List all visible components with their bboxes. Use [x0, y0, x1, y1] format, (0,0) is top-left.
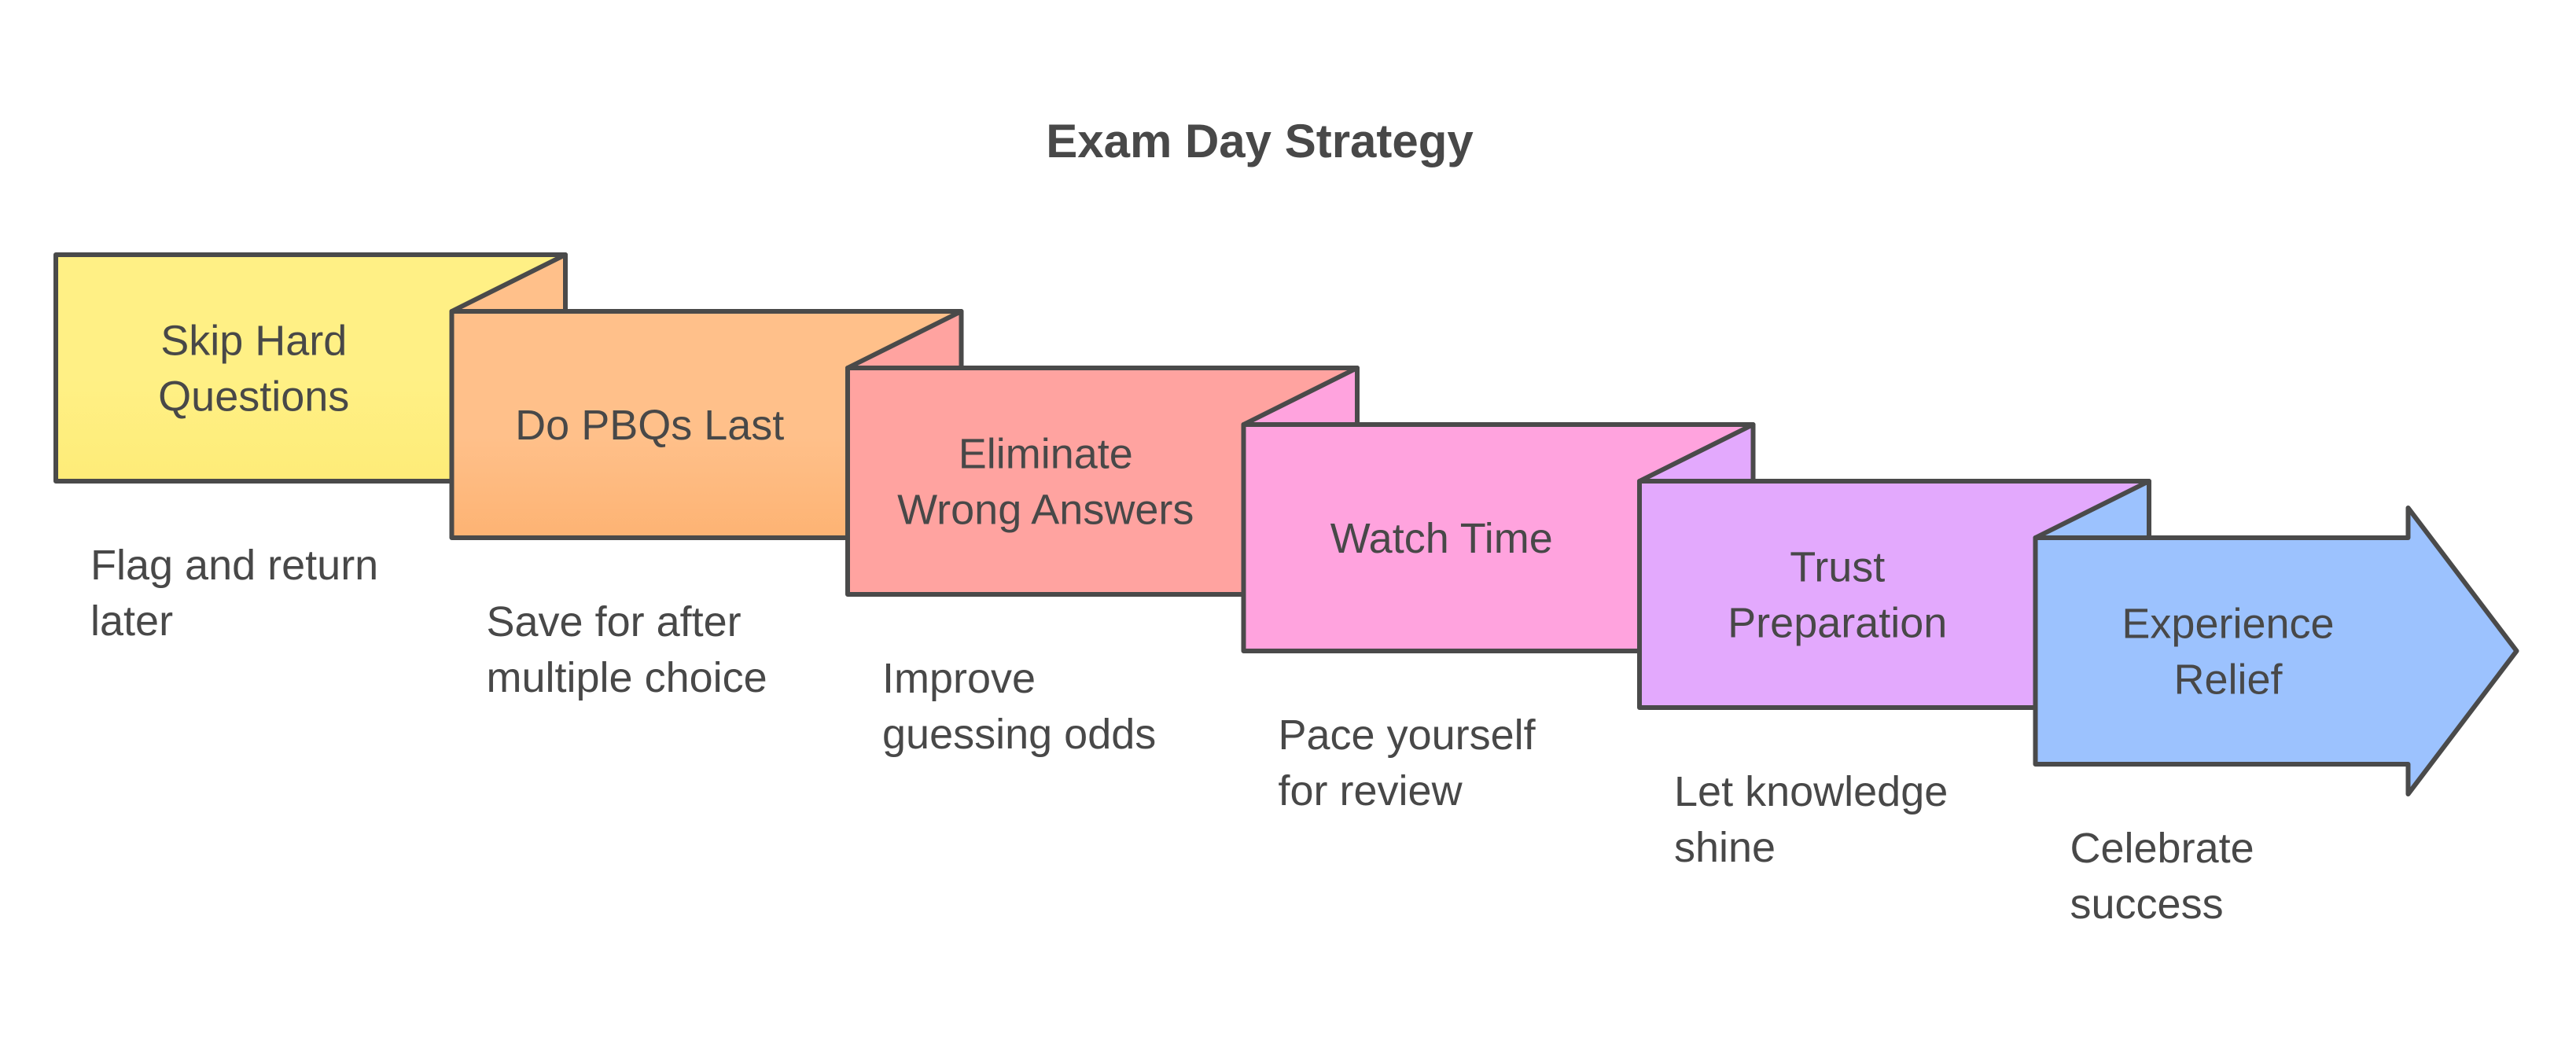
step-label-line: Relief: [2173, 656, 2283, 704]
step-description-line: success: [2070, 881, 2224, 928]
step-description: Flag and return later: [90, 542, 378, 645]
step-description: Pace yourself for review: [1279, 712, 1536, 814]
step-label-line: Trust: [1790, 544, 1885, 591]
step-label-line: Preparation: [1728, 600, 1947, 647]
step-description: Save for after multiple choice: [487, 598, 767, 701]
step-label-line: Watch Time: [1330, 515, 1553, 562]
step-description-line: guessing odds: [882, 711, 1156, 758]
step-description-line: Pace yourself: [1279, 712, 1536, 759]
step-label: Do PBQs Last: [515, 402, 784, 449]
step-label-line: Wrong Answers: [897, 487, 1194, 534]
step-description-line: Save for after: [487, 598, 742, 645]
step-description-line: multiple choice: [487, 654, 767, 701]
final-arrow: [2033, 506, 2519, 796]
step-description-line: for review: [1279, 767, 1463, 814]
step-label-line: Do PBQs Last: [515, 402, 784, 449]
step-label-line: Eliminate: [959, 431, 1133, 478]
step-label-line: Experience: [2122, 601, 2334, 648]
step-description-line: shine: [1674, 824, 1776, 871]
step-label: Watch Time: [1330, 515, 1553, 562]
step-label-line: Skip Hard: [160, 318, 347, 365]
diagram-title: Exam Day Strategy: [1046, 115, 1474, 167]
step-description-line: Let knowledge: [1674, 768, 1948, 815]
step-description-line: Celebrate: [2070, 825, 2254, 872]
step-description-line: Flag and return: [90, 542, 378, 589]
step-description: Let knowledge shine: [1674, 768, 1948, 871]
step-description: Improve guessing odds: [882, 655, 1156, 758]
step-description-line: Improve: [882, 655, 1036, 702]
step-description-line: later: [90, 598, 173, 645]
step-label-line: Questions: [158, 373, 349, 421]
step-description: Celebrate success: [2070, 825, 2254, 928]
